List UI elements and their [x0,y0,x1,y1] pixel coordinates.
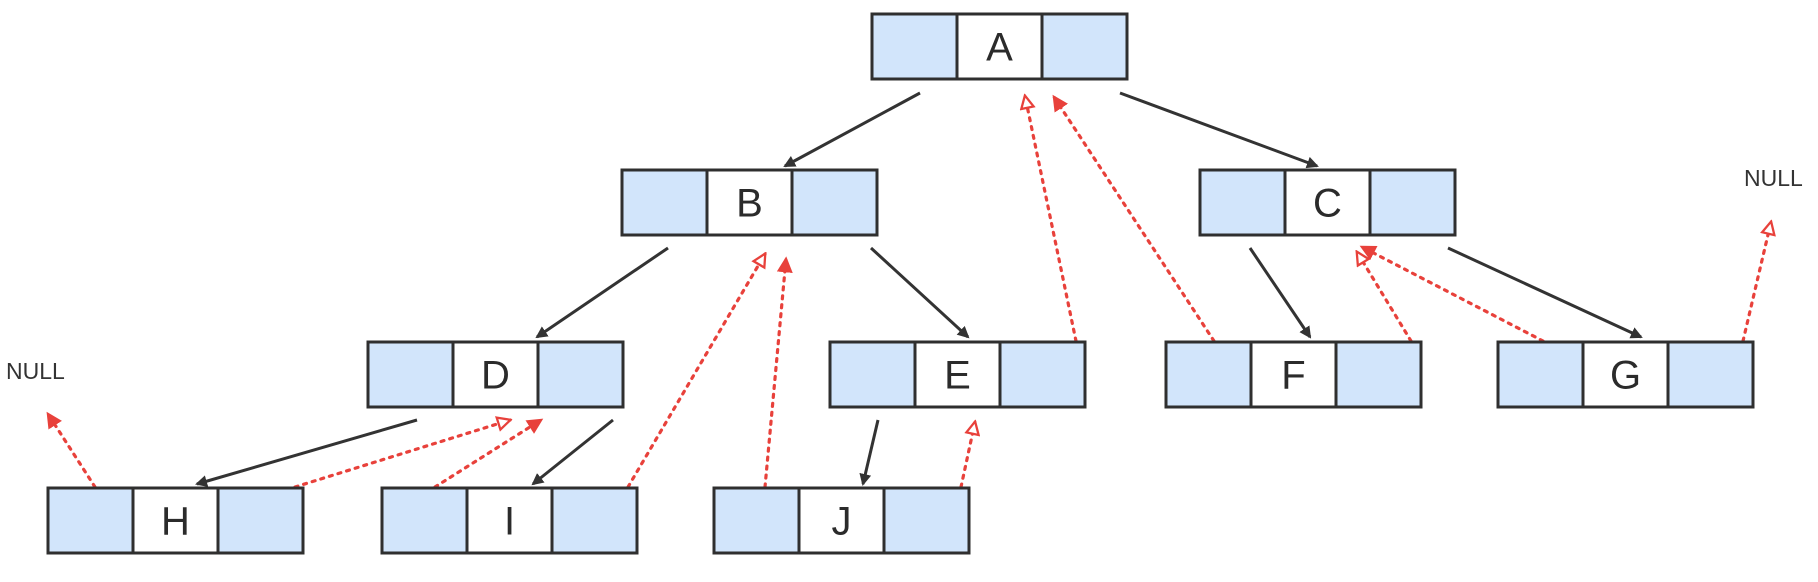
thread-edge-f-c [1357,252,1413,343]
thread-edge-h-d [293,420,510,489]
node-label-i: I [504,500,515,544]
thread-edge-i-d [433,418,544,489]
right-pointer-cell [1666,340,1755,409]
thread-edges-layer [46,94,1771,489]
right-pointer-cell [998,340,1087,409]
right-pointer-cell [216,486,305,555]
node-label-e: E [944,354,971,398]
right-pointer-cell [536,340,625,409]
left-pointer-cell [380,486,469,555]
node-label-h: H [161,500,190,544]
data-cell [1249,340,1338,409]
thread-edge-h-null [46,411,97,489]
left-pointer-cell [46,486,135,555]
right-pointer-cell [1334,340,1423,409]
thread-edge-j-e [959,422,975,489]
child-edge-b-d [535,246,669,339]
node-label-g: G [1610,354,1641,398]
child-edge-a-b [783,91,921,168]
tree-node-f: F [1164,340,1423,409]
left-pointer-cell [1198,168,1287,237]
tree-node-c: C [1198,168,1457,237]
right-pointer-cell [1040,12,1129,81]
thread-edge-g-null [1741,222,1771,343]
right-pointer-cell [790,168,879,237]
data-cell [797,486,886,555]
child-edge-e-j [859,419,880,486]
thread-edge-e-a [1025,96,1078,343]
right-pointer-cell [1368,168,1457,237]
thread-edge-f-a [1052,94,1216,343]
tree-node-b: B [620,168,879,237]
right-pointer-cell [882,486,971,555]
left-pointer-cell [1496,340,1585,409]
tree-node-a: A [870,12,1129,81]
left-pointer-cell [828,340,917,409]
child-edge-d-h [195,418,418,487]
tree-node-d: D [366,340,625,409]
thread-edge-g-c [1359,245,1545,343]
thread-edge-j-b [763,256,793,489]
data-cell [131,486,220,555]
child-edge-b-e [869,246,970,339]
node-label-d: D [481,354,510,398]
tree-node-h: H [46,486,305,555]
node-label-c: C [1313,182,1342,226]
data-cell [1283,168,1372,237]
child-edge-d-i [531,418,614,486]
null-labels-layer: NULL NULL [6,165,1803,384]
child-edge-c-g [1447,246,1643,339]
data-cell [705,168,794,237]
data-cell [913,340,1002,409]
tree-node-j: J [712,486,971,555]
data-cell [465,486,554,555]
tree-node-i: I [380,486,639,555]
left-pointer-cell [366,340,455,409]
left-pointer-cell [1164,340,1253,409]
node-label-f: F [1281,354,1305,398]
child-edge-a-c [1119,91,1319,169]
node-label-j: J [832,500,852,544]
null-left-label: NULL [6,358,65,384]
node-label-a: A [986,26,1013,70]
thread-edge-i-b [626,254,767,489]
null-right-label: NULL [1744,165,1803,191]
tree-node-g: G [1496,340,1755,409]
child-edges-layer [195,91,1643,487]
data-cell [955,12,1044,81]
nodes-layer: A B C D E F G H I J [46,12,1755,555]
right-pointer-cell [550,486,639,555]
data-cell [1581,340,1670,409]
left-pointer-cell [620,168,709,237]
child-edge-c-f [1248,247,1312,339]
left-pointer-cell [712,486,801,555]
left-pointer-cell [870,12,959,81]
tree-node-e: E [828,340,1087,409]
node-label-b: B [736,182,763,226]
